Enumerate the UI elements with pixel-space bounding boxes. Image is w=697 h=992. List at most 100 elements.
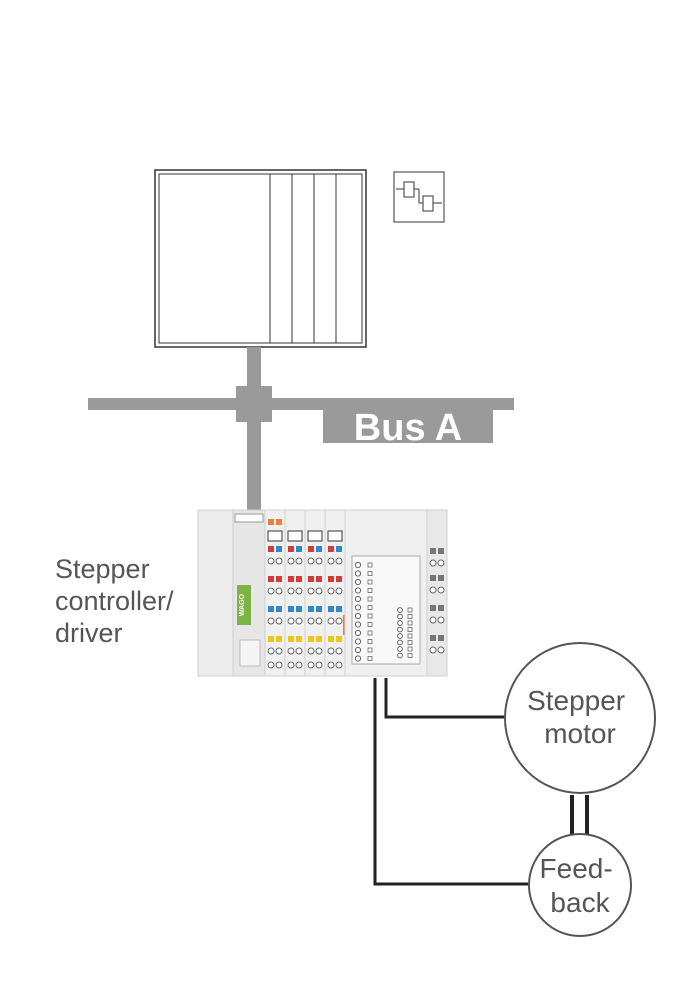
terminal-pin [354, 621, 362, 628]
terminal-pin [327, 647, 335, 655]
end-led [430, 605, 436, 611]
terminal-pin [429, 616, 437, 624]
terminal-pin [287, 617, 295, 625]
terminal-pin [397, 607, 403, 613]
end-led [438, 575, 444, 581]
status-led [276, 519, 282, 525]
terminal-pin [354, 570, 362, 577]
terminal-slot [407, 607, 413, 613]
terminal-pin [267, 661, 275, 669]
led [336, 606, 342, 612]
terminal-pin [354, 655, 362, 662]
led [288, 606, 294, 612]
led [276, 606, 282, 612]
end-led [430, 575, 436, 581]
terminal-pin [275, 647, 283, 655]
terminal-pin [437, 559, 445, 567]
terminal-pin [307, 661, 315, 669]
terminal-pin [429, 559, 437, 567]
terminal-pin [397, 613, 403, 620]
controller-label: Stepper controller/ driver [55, 554, 181, 648]
terminal-pin [335, 587, 343, 595]
led [288, 546, 294, 552]
led [268, 606, 274, 612]
terminal-slot [407, 646, 413, 652]
function-block-icon [393, 171, 445, 223]
terminal-pin [327, 587, 335, 595]
terminal-pin [295, 617, 303, 625]
led [328, 606, 334, 612]
wiring [373, 678, 528, 886]
terminal-pin [315, 587, 323, 595]
terminal-pin [315, 557, 323, 565]
module-window [307, 530, 323, 542]
terminal-pin [354, 638, 362, 645]
led [308, 636, 314, 642]
terminal-slot [407, 653, 413, 658]
terminal-pin [275, 557, 283, 565]
led [336, 636, 342, 642]
module-window [327, 530, 343, 542]
terminal-pin [327, 557, 335, 565]
terminal-pin [287, 647, 295, 655]
feedback-label: Feed- back [540, 853, 621, 918]
led [288, 636, 294, 642]
end-module-pins [429, 548, 445, 654]
end-led [438, 635, 444, 641]
end-led [430, 635, 436, 641]
terminal-slot [367, 588, 373, 593]
terminal-pin [307, 647, 315, 655]
led [308, 576, 314, 582]
terminal-slot [367, 639, 373, 644]
terminal-pin [397, 646, 403, 652]
terminal-slot [367, 562, 373, 568]
terminal-slot [367, 613, 373, 619]
terminal-slot [407, 633, 413, 639]
led [276, 576, 282, 582]
terminal-pin [295, 661, 303, 669]
led [336, 546, 342, 552]
led [276, 546, 282, 552]
terminal-pin [437, 616, 445, 624]
led [308, 606, 314, 612]
wago-logo-text: WAGO [239, 593, 246, 616]
terminal-pin [429, 586, 437, 594]
led [316, 636, 322, 642]
led [296, 546, 302, 552]
led [296, 606, 302, 612]
terminal-pin [327, 661, 335, 669]
led [316, 576, 322, 582]
terminal-slot [367, 622, 373, 627]
terminal-pin [287, 661, 295, 669]
terminal-pin [287, 587, 295, 595]
terminal-slot [407, 627, 413, 632]
terminal-pin [315, 647, 323, 655]
led [296, 576, 302, 582]
terminal-slot [367, 647, 373, 653]
terminal-pin [287, 557, 295, 565]
terminal-pin [354, 561, 362, 569]
terminal-pin [335, 557, 343, 565]
stepper-motor-label: Stepper motor [527, 685, 633, 749]
terminal-pin [275, 587, 283, 595]
terminal-pin [295, 557, 303, 565]
terminal-pin [437, 646, 445, 654]
terminal-pin [397, 620, 403, 626]
terminal-pin [437, 586, 445, 594]
io-controller-device: WAGO [197, 509, 448, 677]
terminal-pin [397, 626, 403, 633]
led [268, 546, 274, 552]
terminal-slot [367, 656, 373, 661]
terminal-pin [354, 612, 362, 620]
bus-a-line [88, 347, 514, 515]
terminal-pin [354, 587, 362, 594]
wago-logo [237, 585, 251, 625]
terminal-pin [397, 639, 403, 646]
stepper-motor [504, 642, 656, 794]
terminal-pin [397, 633, 403, 639]
terminal-pin [354, 578, 362, 586]
terminal-pin [275, 617, 283, 625]
terminal-pin [397, 652, 403, 659]
motor-feedback-coupling [570, 795, 589, 835]
